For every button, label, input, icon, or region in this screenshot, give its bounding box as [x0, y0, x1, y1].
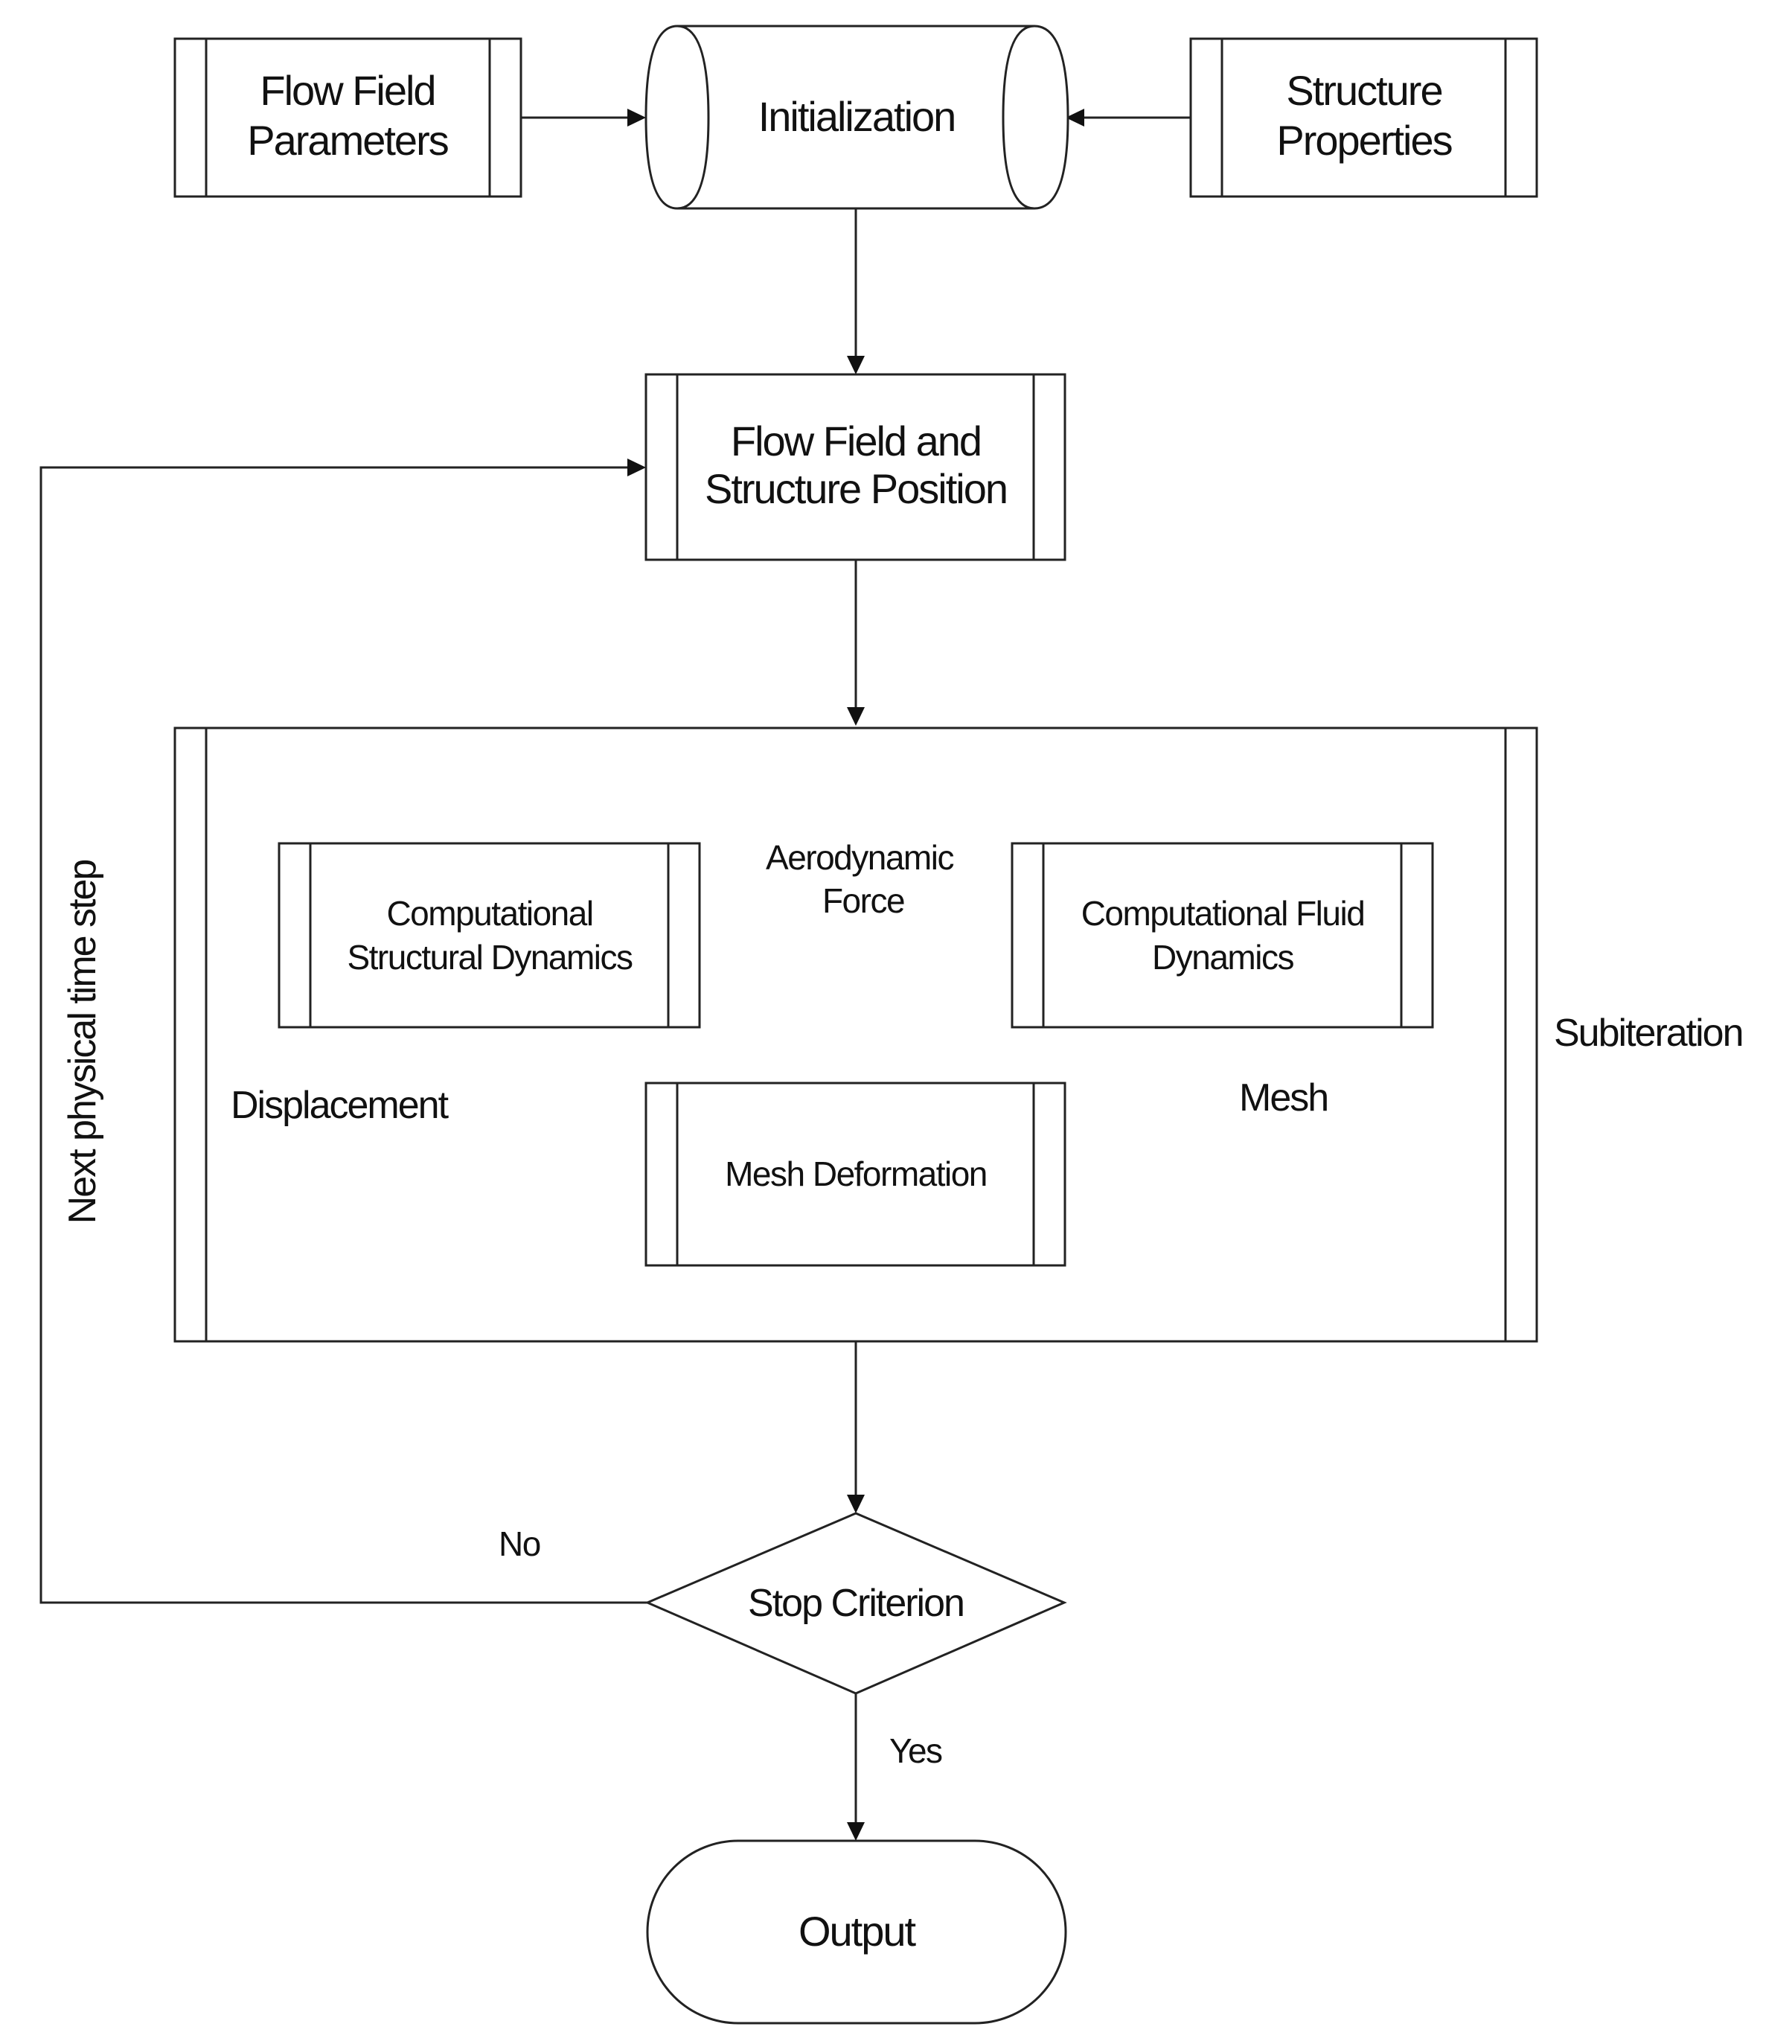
node-computational-fluid-dynamics: Computational Fluid Dynamics [1011, 842, 1434, 1029]
arrowhead-icon [627, 459, 646, 476]
arrowhead-icon [847, 1822, 865, 1841]
arrowhead-icon [847, 707, 865, 726]
label-next-physical-time-step: Next physical time step [61, 860, 104, 1224]
arrowhead-icon [1066, 109, 1084, 127]
node-label: Properties [1276, 117, 1451, 164]
node-computational-structural-dynamics: Computational Structural Dynamics [278, 842, 701, 1029]
node-initialization: Initialization [644, 25, 1069, 210]
arrowhead-icon [847, 356, 865, 374]
node-flow-field-structure-position: Flow Field and Structure Position [644, 373, 1066, 561]
arrowhead-icon [847, 1495, 865, 1513]
node-label: Parameters [247, 117, 447, 164]
node-flow-field-parameters: Flow Field Parameters [173, 37, 522, 198]
node-output: Output [646, 1839, 1067, 2025]
node-label: Flow Field and [731, 418, 981, 464]
label-aerodynamic-force: Aerodynamic [766, 838, 953, 877]
edge-labels: Aerodynamic Force Displacement Mesh Subi… [61, 838, 1744, 1770]
node-label: Computational [386, 894, 592, 933]
node-label: Structure Position [705, 465, 1007, 512]
node-stop-criterion: Stop Criterion [644, 1512, 1067, 1695]
label-yes: Yes [889, 1731, 942, 1770]
node-label: Dynamics [1152, 938, 1293, 977]
node-label: Mesh Deformation [725, 1154, 987, 1193]
label-subiteration: Subiteration [1554, 1012, 1743, 1055]
node-label: Structural Dynamics [347, 938, 633, 977]
node-label: Flow Field [260, 67, 435, 114]
label-displacement: Displacement [231, 1084, 449, 1127]
node-label: Computational Fluid [1081, 894, 1365, 933]
node-label: Structure [1286, 67, 1441, 114]
node-structure-properties: Structure Properties [1189, 37, 1538, 198]
label-aerodynamic-force: Force [822, 881, 904, 920]
node-mesh-deformation: Mesh Deformation [644, 1082, 1066, 1267]
node-label: Initialization [758, 93, 956, 140]
node-label: Output [799, 1908, 917, 1955]
label-no: No [499, 1524, 540, 1563]
node-label: Stop Criterion [748, 1582, 964, 1625]
label-mesh: Mesh [1239, 1076, 1328, 1120]
edge-stop-no-loop-back [39, 466, 647, 1604]
arrowhead-icon [627, 109, 646, 127]
